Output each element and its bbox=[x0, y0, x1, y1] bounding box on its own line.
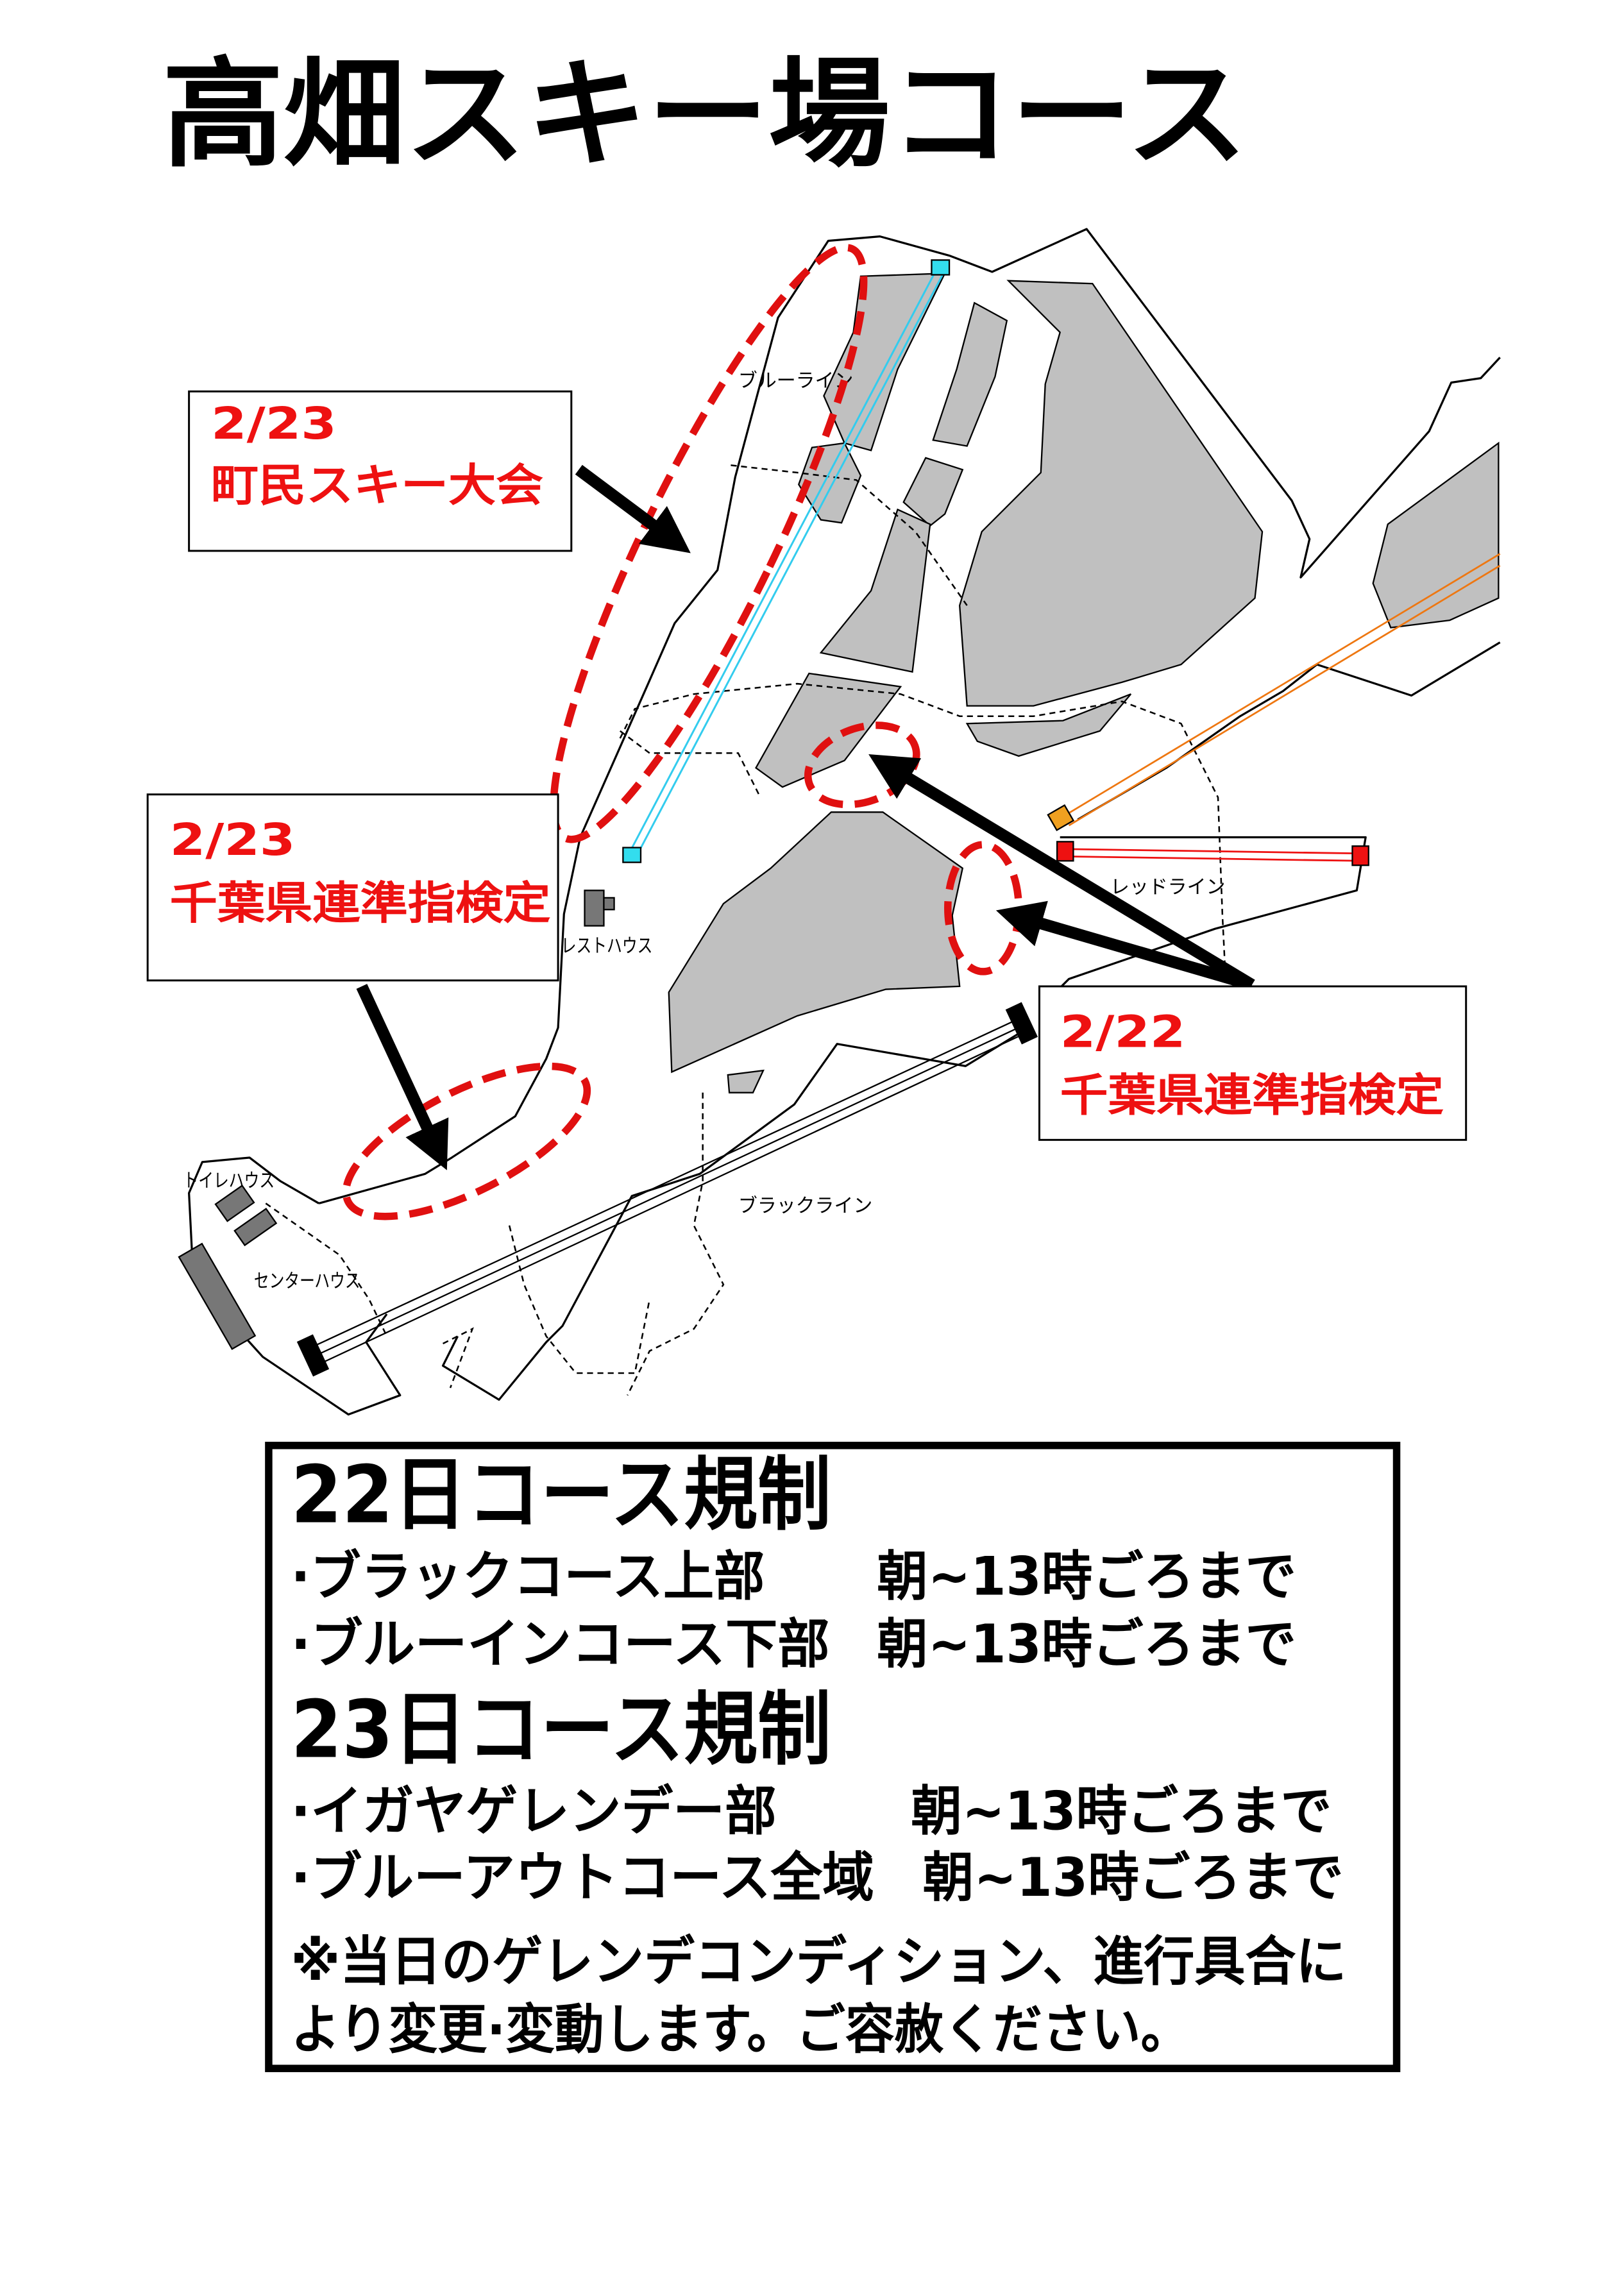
page-title: 高畑スキー場コース bbox=[162, 46, 1248, 183]
slope-area bbox=[727, 1069, 765, 1093]
day22-course: ·ブラックコース上部 bbox=[291, 1545, 765, 1607]
lift-station-icon bbox=[931, 259, 951, 276]
slope-area bbox=[965, 693, 1132, 757]
label-black-line: ブラックライン bbox=[738, 1195, 872, 1217]
arrow-icon bbox=[868, 754, 1255, 990]
day23-time: 朝~13時ごろまで bbox=[911, 1780, 1332, 1842]
ski-area-boundary bbox=[188, 228, 1501, 1416]
day22-time: 朝~13時ごろまで bbox=[877, 1613, 1296, 1675]
arrow-icon bbox=[356, 984, 449, 1170]
center-house-building bbox=[178, 1242, 257, 1351]
day22-time: 朝~13時ごろまで bbox=[877, 1545, 1296, 1607]
course-restriction-notice: 22日コース規制 ·ブラックコース上部 朝~13時ごろまで ·ブルーインコース下… bbox=[265, 1442, 1401, 2072]
callout-date: 2/22 bbox=[1060, 1006, 1186, 1058]
slope-area bbox=[902, 457, 964, 527]
day22-course: ·ブルーインコース下部 bbox=[291, 1613, 829, 1675]
slope-area bbox=[755, 672, 902, 788]
day23-course: ·ブルーアウトコース全域 bbox=[291, 1846, 874, 1909]
callout-event: 千葉県連準指検定 bbox=[170, 878, 551, 929]
callout-box: 2/23 千葉県連準指検定 bbox=[146, 793, 559, 982]
label-center-house: センターハウス bbox=[254, 1270, 360, 1293]
callout-event: 町民スキー大会 bbox=[211, 460, 543, 512]
slope-area bbox=[959, 280, 1264, 707]
lift-station-icon bbox=[1047, 804, 1075, 831]
trails bbox=[265, 464, 1226, 1396]
callout-box: 2/23 町民スキー大会 bbox=[188, 390, 573, 552]
day22-heading: 22日コース規制 bbox=[291, 1449, 831, 1542]
highlight-area-igaya bbox=[342, 1062, 591, 1220]
label-blue-line: ブルーライン bbox=[738, 369, 853, 392]
notice-note: ※当日のゲレンデコンディション、進行具合に bbox=[291, 1930, 1346, 1993]
arrow-icon bbox=[995, 900, 1254, 991]
blue-lift bbox=[622, 259, 951, 863]
slope-area bbox=[819, 508, 931, 673]
lift-station-icon bbox=[1005, 1002, 1038, 1045]
lift-station-icon bbox=[622, 847, 642, 863]
slope-areas bbox=[668, 272, 1500, 1093]
rest-house-annex bbox=[603, 897, 615, 911]
slope-area bbox=[668, 811, 964, 1074]
callout-date: 2/23 bbox=[170, 815, 296, 866]
callout-box: 2/22 千葉県連準指検定 bbox=[1038, 985, 1468, 1141]
label-toilet-house: トイレハウス bbox=[183, 1170, 275, 1192]
slope-area bbox=[1372, 441, 1500, 629]
toilet-house-building bbox=[214, 1184, 255, 1222]
label-red-line: レッドライン bbox=[1110, 876, 1225, 899]
day23-time: 朝~13時ごろまで bbox=[923, 1846, 1344, 1909]
lift-station-icon bbox=[1351, 845, 1369, 866]
black-lift bbox=[296, 1002, 1038, 1377]
notice-note: より変更·変動します。ご容赦ください。 bbox=[291, 1998, 1190, 2061]
arrow-icon bbox=[575, 464, 691, 553]
rest-house-building bbox=[584, 890, 605, 927]
day23-course: ·イガヤゲレンデー部 bbox=[291, 1780, 776, 1842]
center-house-annex bbox=[233, 1208, 278, 1247]
callout-event: 千葉県連準指検定 bbox=[1060, 1070, 1444, 1121]
day23-heading: 23日コース規制 bbox=[291, 1684, 831, 1776]
highlight-area-22-lower bbox=[944, 841, 1023, 975]
red-lift bbox=[1056, 841, 1369, 866]
highlight-area-22-upper bbox=[804, 722, 920, 809]
lift-station-icon bbox=[296, 1334, 330, 1377]
label-rest-house: レストハウス bbox=[561, 935, 653, 958]
callout-date: 2/23 bbox=[211, 398, 337, 450]
slope-area bbox=[932, 301, 1008, 447]
slope-area bbox=[823, 272, 947, 452]
lift-station-icon bbox=[1056, 841, 1074, 862]
orange-lift bbox=[1047, 553, 1501, 831]
